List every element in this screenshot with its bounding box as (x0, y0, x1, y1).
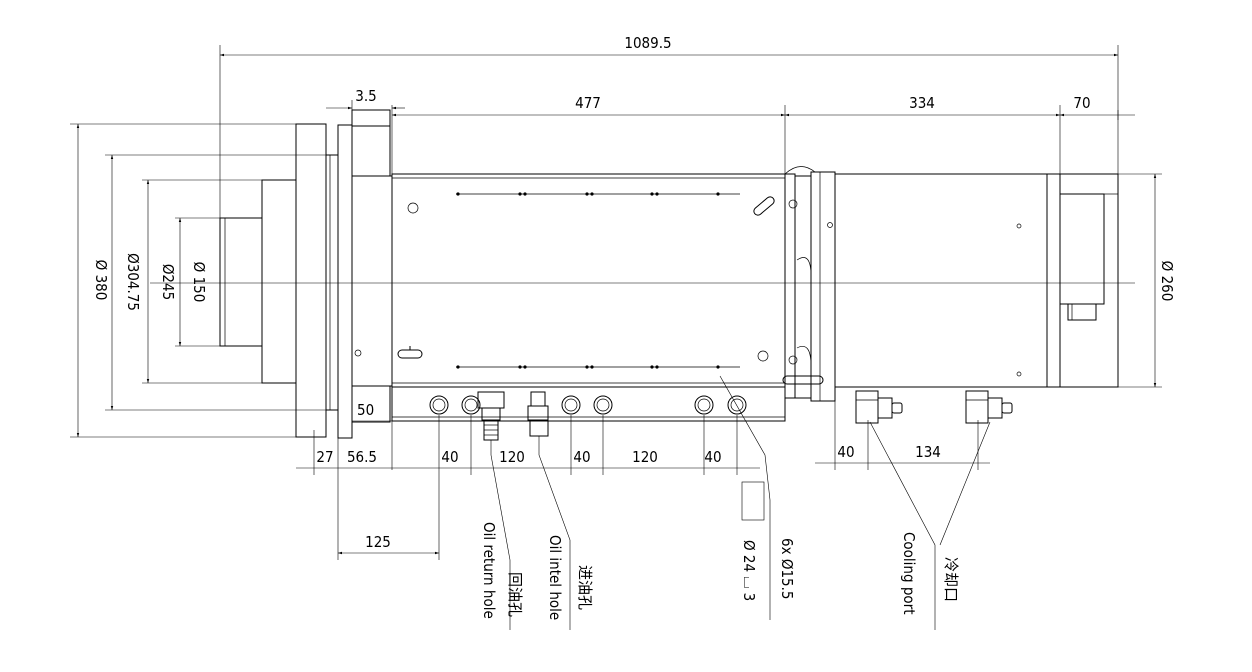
mount-hole-icon (429, 395, 747, 415)
label-oil-return-cn: 回油孔 (506, 572, 524, 617)
left-dimensions: Ø 380 Ø304.75 Ø245 Ø 150 (70, 123, 326, 438)
dim-477: 477 (575, 94, 601, 112)
dim-40-c: 40 (704, 448, 721, 466)
dim-d150: Ø 150 (190, 262, 208, 303)
dim-120-a: 120 (499, 448, 525, 466)
bottom-dimensions: 27 56.5 40 120 40 120 40 125 40 134 (296, 400, 990, 560)
cooling-port-icon (965, 390, 1013, 424)
top-dimensions: 1089.5 3.5 477 334 70 (219, 34, 1135, 218)
dim-d380: Ø 380 (92, 260, 110, 301)
dim-56-5: 56.5 (347, 448, 377, 466)
dim-27: 27 (316, 448, 333, 466)
dim-134: 134 (915, 443, 941, 461)
body-hole-icon (354, 349, 362, 357)
base-plate (391, 386, 786, 441)
rear-section (782, 166, 1119, 402)
label-cooling-cn: 冷却口 (942, 557, 960, 602)
dim-50-group: 50 (352, 400, 410, 470)
handle-icon (753, 196, 775, 216)
dim-d304: Ø304.75 (124, 253, 142, 311)
cooling-port-icon (855, 390, 903, 424)
handle-icon (397, 346, 423, 359)
label-holes-count: 6x Ø15.5 (778, 538, 796, 600)
dim-40-d: 40 (837, 443, 854, 461)
dim-overall-length: 1089.5 (624, 34, 671, 52)
oil-inlet-fitting-icon (527, 391, 549, 437)
dim-40-a: 40 (441, 448, 458, 466)
leaders (490, 375, 991, 630)
shaft-left (219, 109, 393, 439)
dim-125: 125 (365, 533, 391, 551)
dim-334: 334 (909, 94, 935, 112)
dim-d245: Ø245 (159, 264, 177, 300)
body-hole-icon (407, 202, 419, 214)
dim-70: 70 (1073, 94, 1090, 112)
label-holes-counterbore: Ø 24 ⌴ 3 (740, 540, 758, 601)
labels: Oil return hole 回油孔 Oil intel hole 进油孔 6… (480, 522, 960, 620)
label-cooling-en: Cooling port (900, 532, 918, 615)
dim-d260: Ø 260 (1158, 261, 1176, 302)
body-hole-icon (757, 350, 769, 362)
label-oil-return-en: Oil return hole (480, 522, 498, 619)
dim-120-b: 120 (632, 448, 658, 466)
dim-3-5: 3.5 (355, 87, 376, 105)
dim-50: 50 (357, 401, 374, 419)
dim-40-b: 40 (573, 448, 590, 466)
right-dimensions: Ø 260 (1118, 173, 1176, 388)
label-oil-inlet-en: Oil intel hole (546, 535, 564, 620)
label-oil-inlet-cn: 进油孔 (576, 565, 594, 610)
main-body (354, 173, 786, 388)
oil-return-fitting-icon (477, 391, 505, 441)
